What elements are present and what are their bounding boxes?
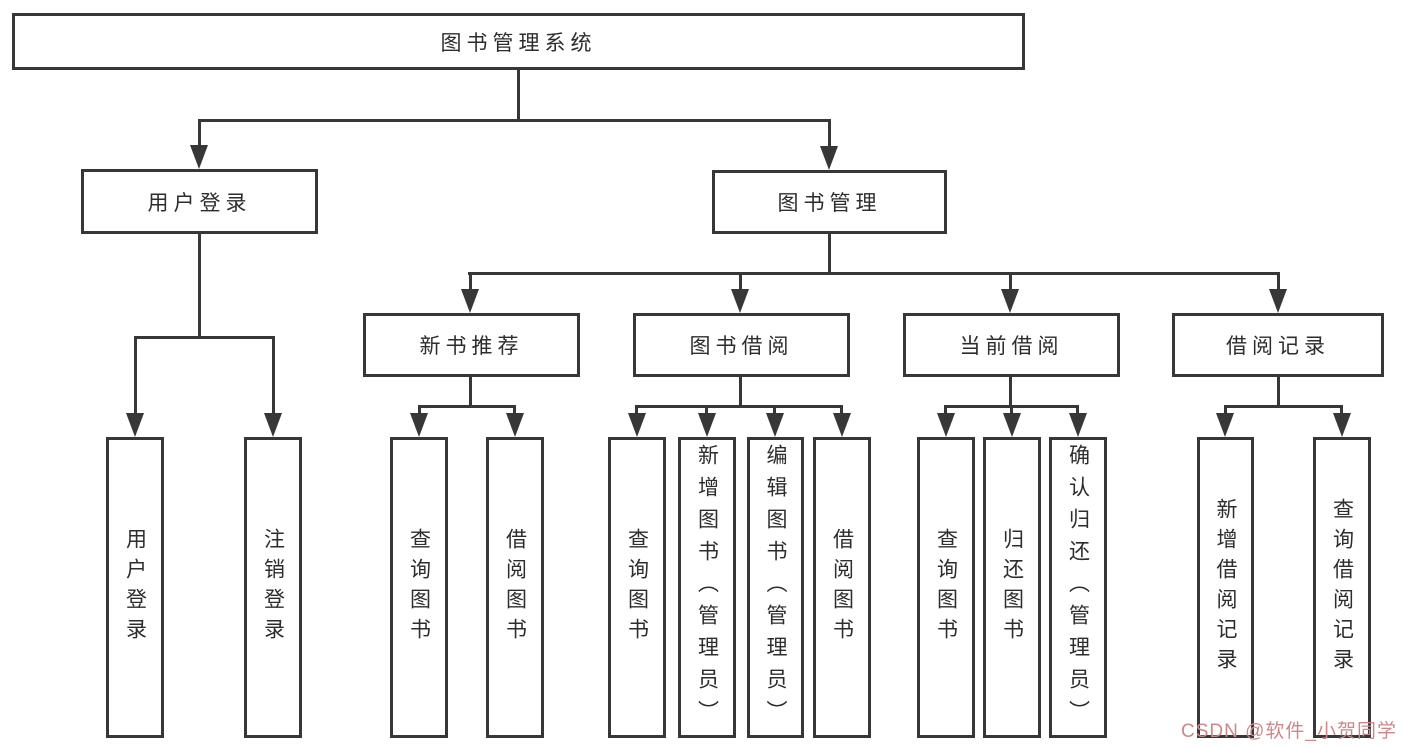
leaf-user-login: 用户登录 — [106, 437, 164, 738]
connector-line — [1224, 405, 1227, 414]
node-borrow-records: 借阅记录 — [1172, 313, 1384, 377]
leaf-query-book-borrow: 查询图书 — [608, 437, 666, 738]
leaf-label: 归还图书 — [1000, 527, 1024, 648]
arrow-down-icon — [1003, 413, 1021, 437]
arrow-down-icon — [1216, 413, 1234, 437]
leaf-label: 借阅图书 — [830, 527, 854, 648]
leaf-borrow-book-newrec: 借阅图书 — [486, 437, 544, 738]
node-root-library-system: 图书管理系统 — [12, 13, 1025, 70]
connector-line — [739, 272, 742, 289]
node-label: 图书管理系统 — [440, 31, 597, 55]
connector-line — [1009, 272, 1012, 289]
node-label: 当前借阅 — [959, 335, 1064, 358]
connector-line — [517, 69, 520, 120]
node-label: 借阅记录 — [1226, 335, 1330, 358]
leaf-label: 查询图书 — [407, 527, 431, 648]
connector-line — [1277, 376, 1280, 407]
node-book-borrow: 图书借阅 — [633, 313, 850, 377]
leaf-label: 新增借阅记录 — [1214, 497, 1237, 678]
connector-line — [1224, 405, 1343, 408]
connector-line — [134, 336, 137, 414]
connector-line — [198, 119, 831, 122]
leaf-label: 借阅图书 — [503, 527, 527, 648]
arrow-down-icon — [937, 413, 955, 437]
connector-line — [1340, 405, 1343, 414]
arrow-down-icon — [126, 413, 144, 437]
leaf-label: 注销登录 — [261, 527, 285, 648]
connector-line — [1010, 405, 1013, 414]
leaf-label: 编辑图书（管理员） — [764, 443, 787, 732]
leaf-label: 新增图书（管理员） — [695, 443, 719, 732]
connector-line — [198, 234, 201, 338]
arrow-down-icon — [190, 145, 208, 169]
connector-line — [773, 405, 776, 414]
node-label: 图书借阅 — [689, 335, 794, 358]
connector-line — [635, 405, 843, 408]
node-label: 用户登录 — [147, 191, 252, 215]
arrow-down-icon — [833, 413, 851, 437]
connector-line — [944, 405, 947, 414]
leaf-add-book-admin: 新增图书（管理员） — [678, 437, 736, 738]
leaf-query-book-current: 查询图书 — [917, 437, 975, 738]
leaf-label: 确认归还（管理员） — [1066, 443, 1090, 732]
arrow-down-icon — [506, 413, 524, 437]
csdn-watermark: CSDN @软件_小贺同学 — [1181, 721, 1397, 742]
leaf-label: 查询图书 — [625, 527, 649, 648]
leaf-edit-book-admin: 编辑图书（管理员） — [747, 437, 804, 738]
arrow-down-icon — [1333, 413, 1351, 437]
connector-line — [1009, 376, 1012, 407]
leaf-confirm-return-admin: 确认归还（管理员） — [1049, 437, 1107, 738]
connector-line — [1277, 272, 1280, 289]
connector-line — [513, 405, 516, 414]
leaf-query-borrow-record: 查询借阅记录 — [1313, 437, 1371, 738]
arrow-down-icon — [731, 289, 749, 313]
arrow-down-icon — [1269, 289, 1287, 313]
arrow-down-icon — [1001, 289, 1019, 313]
connector-line — [198, 119, 201, 146]
connector-line — [418, 405, 516, 408]
arrow-down-icon — [410, 413, 428, 437]
connector-line — [468, 272, 1280, 275]
node-current-borrow: 当前借阅 — [903, 313, 1120, 377]
arrow-down-icon — [628, 413, 646, 437]
node-new-book-recommend: 新书推荐 — [363, 313, 580, 377]
connector-line — [469, 376, 472, 407]
leaf-add-borrow-record: 新增借阅记录 — [1197, 437, 1254, 738]
connector-line — [635, 405, 638, 414]
arrow-down-icon — [264, 413, 282, 437]
arrow-down-icon — [698, 413, 716, 437]
leaf-label: 用户登录 — [123, 527, 147, 648]
leaf-return-book: 归还图书 — [983, 437, 1041, 738]
leaf-label: 查询借阅记录 — [1330, 497, 1354, 678]
leaf-query-book-newrec: 查询图书 — [390, 437, 448, 738]
connector-line — [828, 234, 831, 274]
leaf-borrow-book: 借阅图书 — [813, 437, 871, 738]
connector-line — [134, 336, 275, 339]
connector-line — [469, 272, 472, 289]
arrow-down-icon — [820, 146, 838, 170]
node-book-management: 图书管理 — [712, 170, 947, 234]
connector-line — [272, 336, 275, 414]
node-label: 新书推荐 — [419, 335, 524, 358]
connector-line — [840, 405, 843, 414]
connector-line — [739, 376, 742, 407]
connector-line — [828, 119, 831, 146]
arrow-down-icon — [461, 289, 479, 313]
arrow-down-icon — [1069, 413, 1087, 437]
leaf-logout: 注销登录 — [244, 437, 302, 738]
node-label: 图书管理 — [777, 192, 882, 215]
leaf-label: 查询图书 — [934, 527, 958, 648]
node-user-login: 用户登录 — [81, 169, 318, 234]
connector-line — [705, 405, 708, 414]
connector-line — [1076, 405, 1079, 414]
arrow-down-icon — [766, 413, 784, 437]
connector-line — [418, 405, 421, 414]
